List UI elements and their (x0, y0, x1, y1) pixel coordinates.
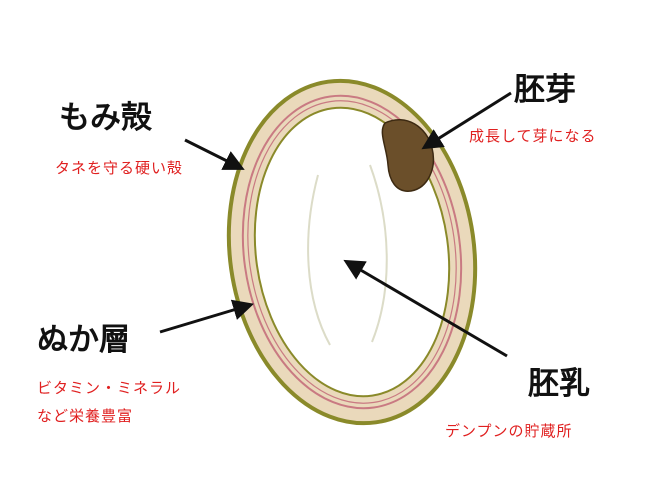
arrow-germ (421, 91, 512, 150)
bran-title: ぬか層 (37, 322, 130, 358)
endosperm-description: デンプンの貯蔵所 (445, 422, 573, 440)
bran-layer-line-inner (247, 100, 457, 404)
husk-description: タネを守る硬い殻 (55, 159, 184, 177)
endosperm-title: 胚乳 (528, 366, 590, 402)
bran-description-line1: ビタミン・ミネラル (37, 379, 182, 397)
husk-title: もみ殻 (59, 100, 152, 136)
endosperm-curve-2 (369, 164, 388, 343)
germ-title: 胚芽 (514, 72, 576, 108)
arrow-husk (184, 138, 245, 170)
bran-description-line2: など栄養豊富 (37, 407, 134, 425)
germ-description: 成長して芽になる (469, 127, 597, 145)
bran-layer-line-outer (241, 94, 463, 410)
germ-embryo (381, 118, 434, 192)
arrow-endosperm (343, 259, 508, 358)
arrow-bran (159, 299, 255, 334)
endosperm-curve-1 (307, 174, 331, 346)
